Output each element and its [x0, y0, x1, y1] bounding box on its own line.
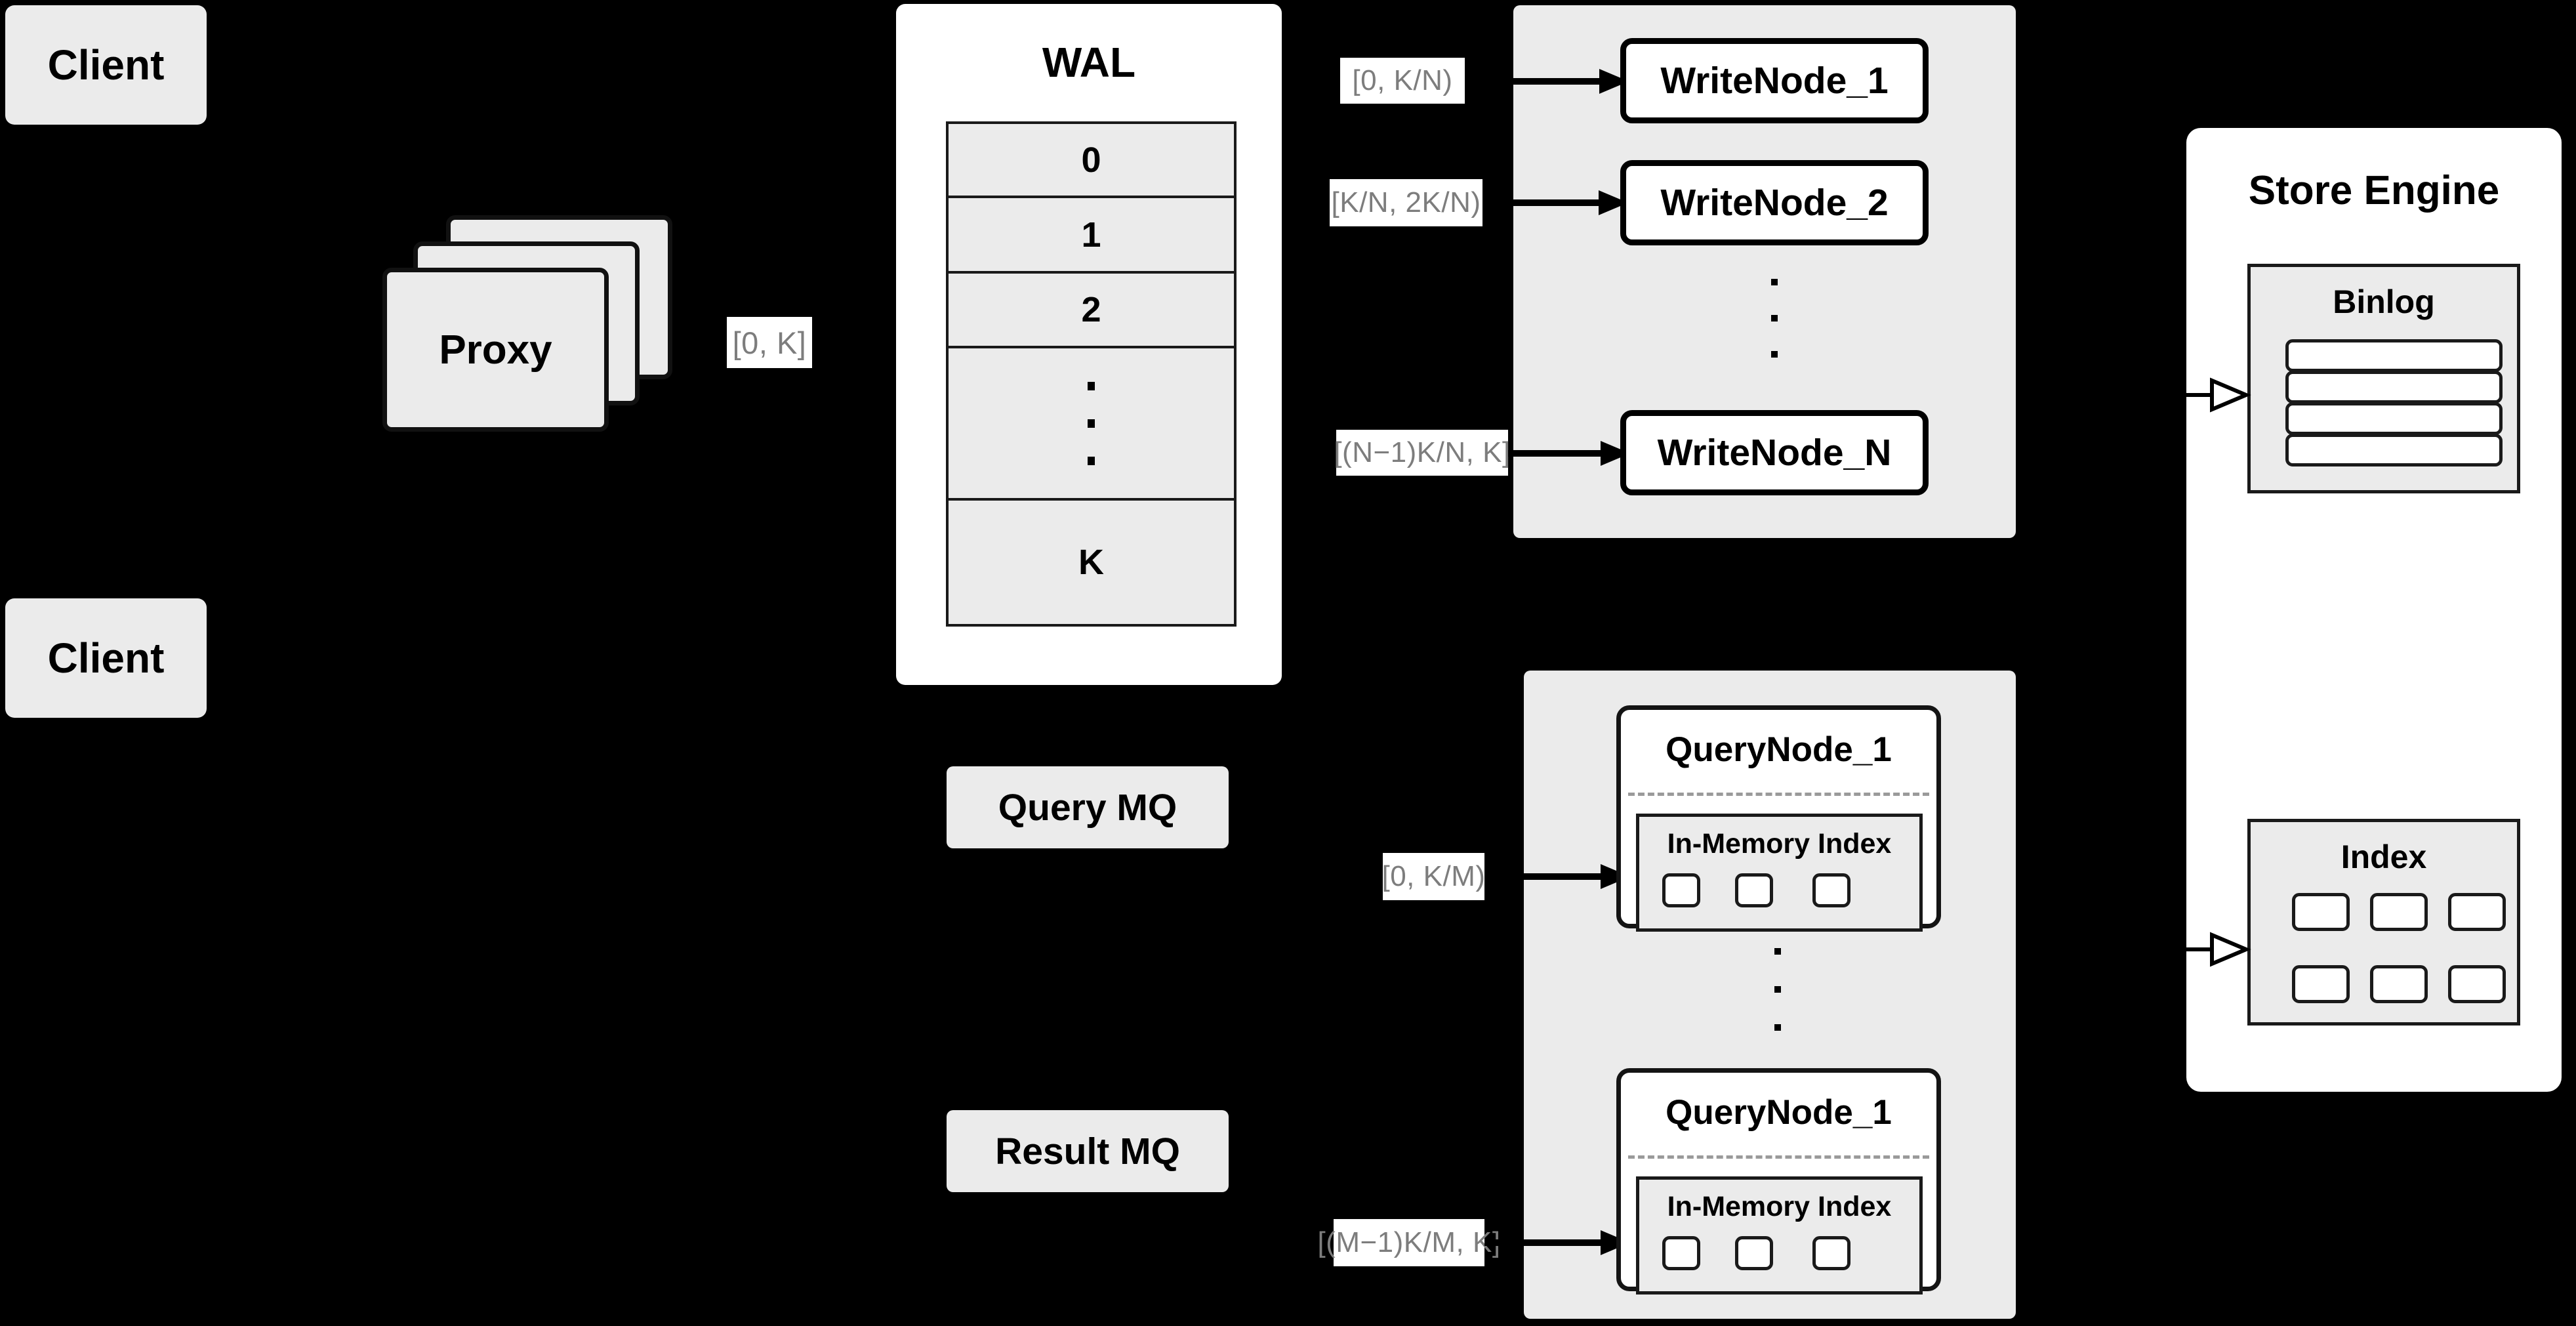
- wal-cell[interactable]: 1: [949, 198, 1234, 274]
- client-box-1[interactable]: Client: [5, 5, 207, 125]
- dot-icon: [1771, 279, 1778, 285]
- binlog-bar[interactable]: [2285, 402, 2503, 435]
- arrow-to-query-node-2: [1484, 1230, 1630, 1255]
- dot-icon: [1088, 381, 1095, 390]
- proxy-card-front[interactable]: Proxy: [382, 268, 609, 432]
- query-node-2-range-label: [(M−1)K/M, K]: [1317, 1219, 1500, 1266]
- binlog-panel: Binlog: [2247, 264, 2520, 493]
- wal-table: 0 1 2 K: [946, 121, 1237, 627]
- wal-cell[interactable]: 0: [949, 124, 1234, 198]
- arrow-to-query-node-1: [1484, 864, 1630, 889]
- index-cell[interactable]: [1662, 873, 1700, 907]
- arrow-to-write-node-2: [1482, 190, 1628, 215]
- dot-icon: [1088, 419, 1095, 428]
- dot-icon: [1774, 948, 1781, 955]
- query-node-1[interactable]: QueryNode_1 In-Memory Index: [1616, 705, 1941, 932]
- result-mq-box[interactable]: Result MQ: [947, 1110, 1229, 1192]
- index-cell[interactable]: [2292, 893, 2350, 931]
- query-node-1-range-label: [0, K/M): [1381, 853, 1485, 900]
- wal-cell[interactable]: K: [949, 501, 1234, 624]
- query-node-2[interactable]: QueryNode_1 In-Memory Index: [1616, 1068, 1941, 1295]
- query-node-2-title: QueryNode_1: [1666, 1093, 1892, 1132]
- arrow-to-binlog: [2165, 377, 2251, 413]
- write-node-n[interactable]: WriteNode_N: [1620, 410, 1929, 495]
- arrow-to-store-index: [2165, 932, 2251, 967]
- wal-title: WAL: [1042, 39, 1136, 86]
- query-node-1-title: QueryNode_1: [1666, 730, 1892, 769]
- in-memory-index-title: In-Memory Index: [1667, 1191, 1892, 1222]
- in-memory-index-1: In-Memory Index: [1636, 814, 1923, 932]
- index-cell[interactable]: [2370, 893, 2428, 931]
- binlog-bar[interactable]: [2285, 434, 2503, 466]
- store-index-panel: Index: [2247, 819, 2520, 1026]
- index-cell[interactable]: [2448, 965, 2506, 1003]
- wal-cell-ellipsis: [949, 348, 1234, 501]
- in-memory-index-title: In-Memory Index: [1667, 828, 1892, 860]
- store-engine-panel: Store Engine Binlog Index: [2186, 128, 2562, 1092]
- wal-cell[interactable]: 2: [949, 274, 1234, 348]
- write-node-1-range-label: [0, K/N): [1340, 58, 1465, 104]
- proxy-label: Proxy: [439, 327, 552, 373]
- index-cell[interactable]: [1812, 873, 1850, 907]
- dot-icon: [1771, 351, 1778, 358]
- write-node-2-range-label: [K/N, 2K/N): [1330, 179, 1482, 226]
- index-cell[interactable]: [1662, 1236, 1700, 1270]
- index-cell[interactable]: [2292, 965, 2350, 1003]
- client-label: Client: [47, 634, 165, 682]
- write-node-n-range-label: [(N−1)K/N, K]: [1334, 430, 1510, 476]
- query-node-ellipsis: [1774, 948, 1788, 1053]
- in-memory-index-2: In-Memory Index: [1636, 1176, 1923, 1295]
- dot-icon: [1774, 986, 1781, 993]
- client-box-2[interactable]: Client: [5, 598, 207, 718]
- arrow-to-write-node-1: [1465, 69, 1629, 94]
- index-cell[interactable]: [2370, 965, 2428, 1003]
- query-node-1-divider: [1628, 793, 1929, 796]
- dot-icon: [1774, 1024, 1781, 1031]
- binlog-bar[interactable]: [2285, 339, 2503, 372]
- wal-panel: WAL 0 1 2 K: [896, 4, 1282, 685]
- index-cell[interactable]: [1812, 1236, 1850, 1270]
- binlog-bar[interactable]: [2285, 371, 2503, 404]
- binlog-title: Binlog: [2333, 283, 2435, 320]
- store-engine-title: Store Engine: [2248, 168, 2500, 213]
- arrow-to-write-node-n: [1508, 441, 1630, 466]
- write-node-1[interactable]: WriteNode_1: [1620, 38, 1929, 123]
- write-node-ellipsis: [1771, 279, 1784, 384]
- index-cell[interactable]: [1735, 1236, 1773, 1270]
- dot-icon: [1088, 456, 1095, 465]
- query-mq-box[interactable]: Query MQ: [947, 766, 1229, 848]
- query-node-2-divider: [1628, 1155, 1929, 1159]
- write-node-2[interactable]: WriteNode_2: [1620, 160, 1929, 245]
- index-cell[interactable]: [1735, 873, 1773, 907]
- dot-icon: [1771, 315, 1778, 321]
- index-cell[interactable]: [2448, 893, 2506, 931]
- client-label: Client: [47, 41, 165, 89]
- proxy-range-label: [0, K]: [727, 317, 812, 368]
- store-index-title: Index: [2341, 839, 2427, 875]
